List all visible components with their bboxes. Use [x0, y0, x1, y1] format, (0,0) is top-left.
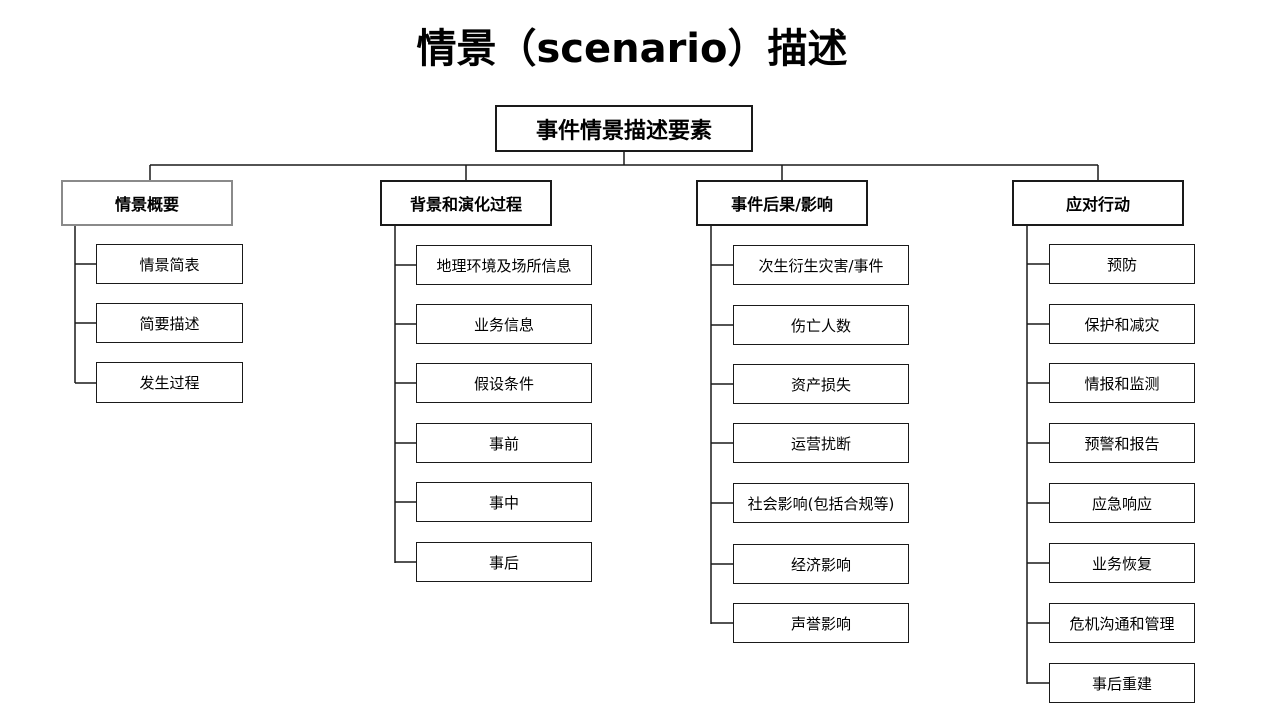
leaf-node: 业务恢复	[1049, 543, 1195, 583]
category-consequences: 事件后果/影响	[696, 180, 868, 226]
leaf-node: 声誉影响	[733, 603, 909, 643]
leaf-node: 保护和减灾	[1049, 304, 1195, 344]
leaf-node: 发生过程	[96, 362, 243, 403]
category-response: 应对行动	[1012, 180, 1184, 226]
leaf-node: 假设条件	[416, 363, 592, 403]
leaf-node: 应急响应	[1049, 483, 1195, 523]
leaf-node: 运营扰断	[733, 423, 909, 463]
leaf-node: 简要描述	[96, 303, 243, 343]
category-background: 背景和演化过程	[380, 180, 552, 226]
leaf-node: 事前	[416, 423, 592, 463]
leaf-node: 伤亡人数	[733, 305, 909, 345]
leaf-node: 社会影响(包括合规等)	[733, 483, 909, 523]
leaf-node: 次生衍生灾害/事件	[733, 245, 909, 285]
leaf-node: 业务信息	[416, 304, 592, 344]
leaf-node: 预防	[1049, 244, 1195, 284]
page-title: 情景（scenario）描述	[416, 26, 848, 72]
leaf-node: 资产损失	[733, 364, 909, 404]
category-overview: 情景概要	[61, 180, 233, 226]
leaf-node: 事后	[416, 542, 592, 582]
leaf-node: 事后重建	[1049, 663, 1195, 703]
leaf-node: 事中	[416, 482, 592, 522]
leaf-node: 经济影响	[733, 544, 909, 584]
leaf-node: 地理环境及场所信息	[416, 245, 592, 285]
leaf-node: 危机沟通和管理	[1049, 603, 1195, 643]
leaf-node: 情景简表	[96, 244, 243, 284]
leaf-node: 情报和监测	[1049, 363, 1195, 403]
leaf-node: 预警和报告	[1049, 423, 1195, 463]
root-node: 事件情景描述要素	[495, 105, 753, 152]
